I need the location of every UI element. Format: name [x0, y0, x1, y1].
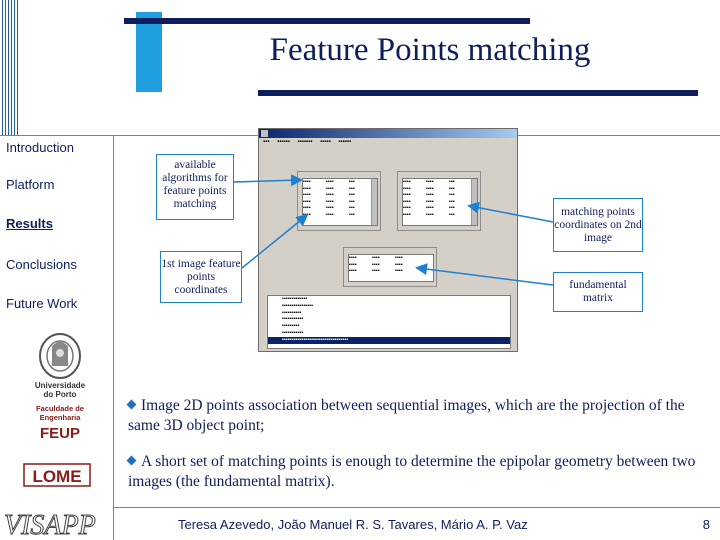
callout-second-image: matching points coordinates on 2nd image [553, 198, 643, 252]
bullet-diamond-icon [126, 455, 137, 466]
svg-text:do Porto: do Porto [44, 390, 77, 399]
nav-item-platform[interactable]: Platform [6, 177, 55, 192]
arrow-algorithms [233, 174, 303, 187]
accent-bar-bottom [258, 90, 698, 96]
slide-title: Feature Points matching [269, 32, 591, 68]
menu-item[interactable]: ▪▪▪▪▪▪ [338, 139, 352, 145]
svg-text:Faculdade de: Faculdade de [36, 404, 84, 413]
image2-points-grid[interactable]: ▪▪▪▪▪▪▪▪▪▪▪ ▪▪▪▪▪▪▪▪▪▪▪ ▪▪▪▪▪▪▪▪▪▪▪ ▪▪▪▪… [402, 178, 478, 226]
arrow-second-image [467, 201, 554, 223]
window-menubar: ▪▪▪ ▪▪▪▪▪▪ ▪▪▪▪▪▪▪ ▪▪▪▪▪ ▪▪▪▪▪▪ [259, 138, 517, 147]
hatch-decoration [0, 0, 20, 135]
accent-bar-top [124, 18, 530, 24]
app-icon [261, 130, 268, 137]
image1-points-grid[interactable]: ▪▪▪▪▪▪▪▪▪▪▪ ▪▪▪▪▪▪▪▪▪▪▪ ▪▪▪▪▪▪▪▪▪▪▪ ▪▪▪▪… [302, 178, 378, 226]
group-image1-points: ▪▪▪▪▪▪▪▪▪▪▪ ▪▪▪▪▪▪▪▪▪▪▪ ▪▪▪▪▪▪▪▪▪▪▪ ▪▪▪▪… [297, 171, 381, 231]
bullet-2: A short set of matching points is enough… [126, 452, 712, 492]
group-image2-points: ▪▪▪▪▪▪▪▪▪▪▪ ▪▪▪▪▪▪▪▪▪▪▪ ▪▪▪▪▪▪▪▪▪▪▪ ▪▪▪▪… [397, 171, 481, 231]
callout-fundamental: fundamental matrix [553, 272, 643, 312]
visapp-logo-icon: VISAPP [4, 510, 97, 540]
svg-text:FEUP: FEUP [40, 425, 80, 442]
bullet-2-text: A short set of matching points is enough… [128, 453, 696, 490]
divider-vertical [113, 135, 114, 540]
nav-item-future-work[interactable]: Future Work [6, 296, 78, 311]
svg-text:LOME: LOME [32, 467, 81, 486]
svg-text:Universidade: Universidade [35, 381, 86, 390]
nav-item-conclusions[interactable]: Conclusions [6, 257, 77, 272]
arrow-first-image [241, 214, 309, 269]
callout-algorithms: available algorithms for feature points … [156, 154, 234, 220]
bullet-diamond-icon [126, 399, 137, 410]
nav-item-results[interactable]: Results [6, 216, 53, 231]
slide-page-number: 8 [702, 517, 710, 532]
callout-first-image: 1st image feature points coordinates [160, 251, 242, 303]
output-log[interactable]: ▪▪▪▪▪▪▪▪▪▪▪▪▪ ▪▪▪▪▪▪▪▪▪▪▪▪▪▪▪▪ ▪▪▪▪▪▪▪▪▪… [267, 295, 511, 349]
university-logo: Universidade do Porto Faculdade de Engen… [24, 332, 96, 450]
lome-logo-icon: LOME [23, 463, 91, 487]
window-titlebar [259, 129, 517, 138]
bullet-1: Image 2D points association between sequ… [126, 396, 712, 436]
menu-item[interactable]: ▪▪▪▪▪▪ [277, 139, 290, 145]
menu-item[interactable]: ▪▪▪▪▪ [320, 139, 331, 145]
nav-item-introduction[interactable]: Introduction [6, 140, 74, 155]
bullet-1-text: Image 2D points association between sequ… [128, 397, 685, 434]
divider-footer [113, 507, 720, 508]
menu-item[interactable]: ▪▪▪▪▪▪▪ [297, 139, 313, 145]
lome-logo: LOME [22, 460, 92, 490]
svg-text:Engenharia: Engenharia [40, 413, 82, 422]
menu-item[interactable]: ▪▪▪ [263, 139, 270, 145]
university-seal-icon: Universidade do Porto Faculdade de Engen… [35, 333, 86, 442]
arrow-fundamental [415, 263, 554, 286]
visapp-logo: VISAPP [0, 506, 112, 540]
matching-app-window: ▪▪▪ ▪▪▪▪▪▪ ▪▪▪▪▪▪▪ ▪▪▪▪▪ ▪▪▪▪▪▪ ▪▪▪▪▪▪▪▪… [258, 128, 518, 352]
svg-text:VISAPP: VISAPP [4, 510, 96, 540]
slide-footer-authors: Teresa Azevedo, João Manuel R. S. Tavare… [178, 517, 528, 532]
grid-scrollbar[interactable] [371, 179, 377, 225]
accent-bar-vertical [136, 12, 162, 92]
